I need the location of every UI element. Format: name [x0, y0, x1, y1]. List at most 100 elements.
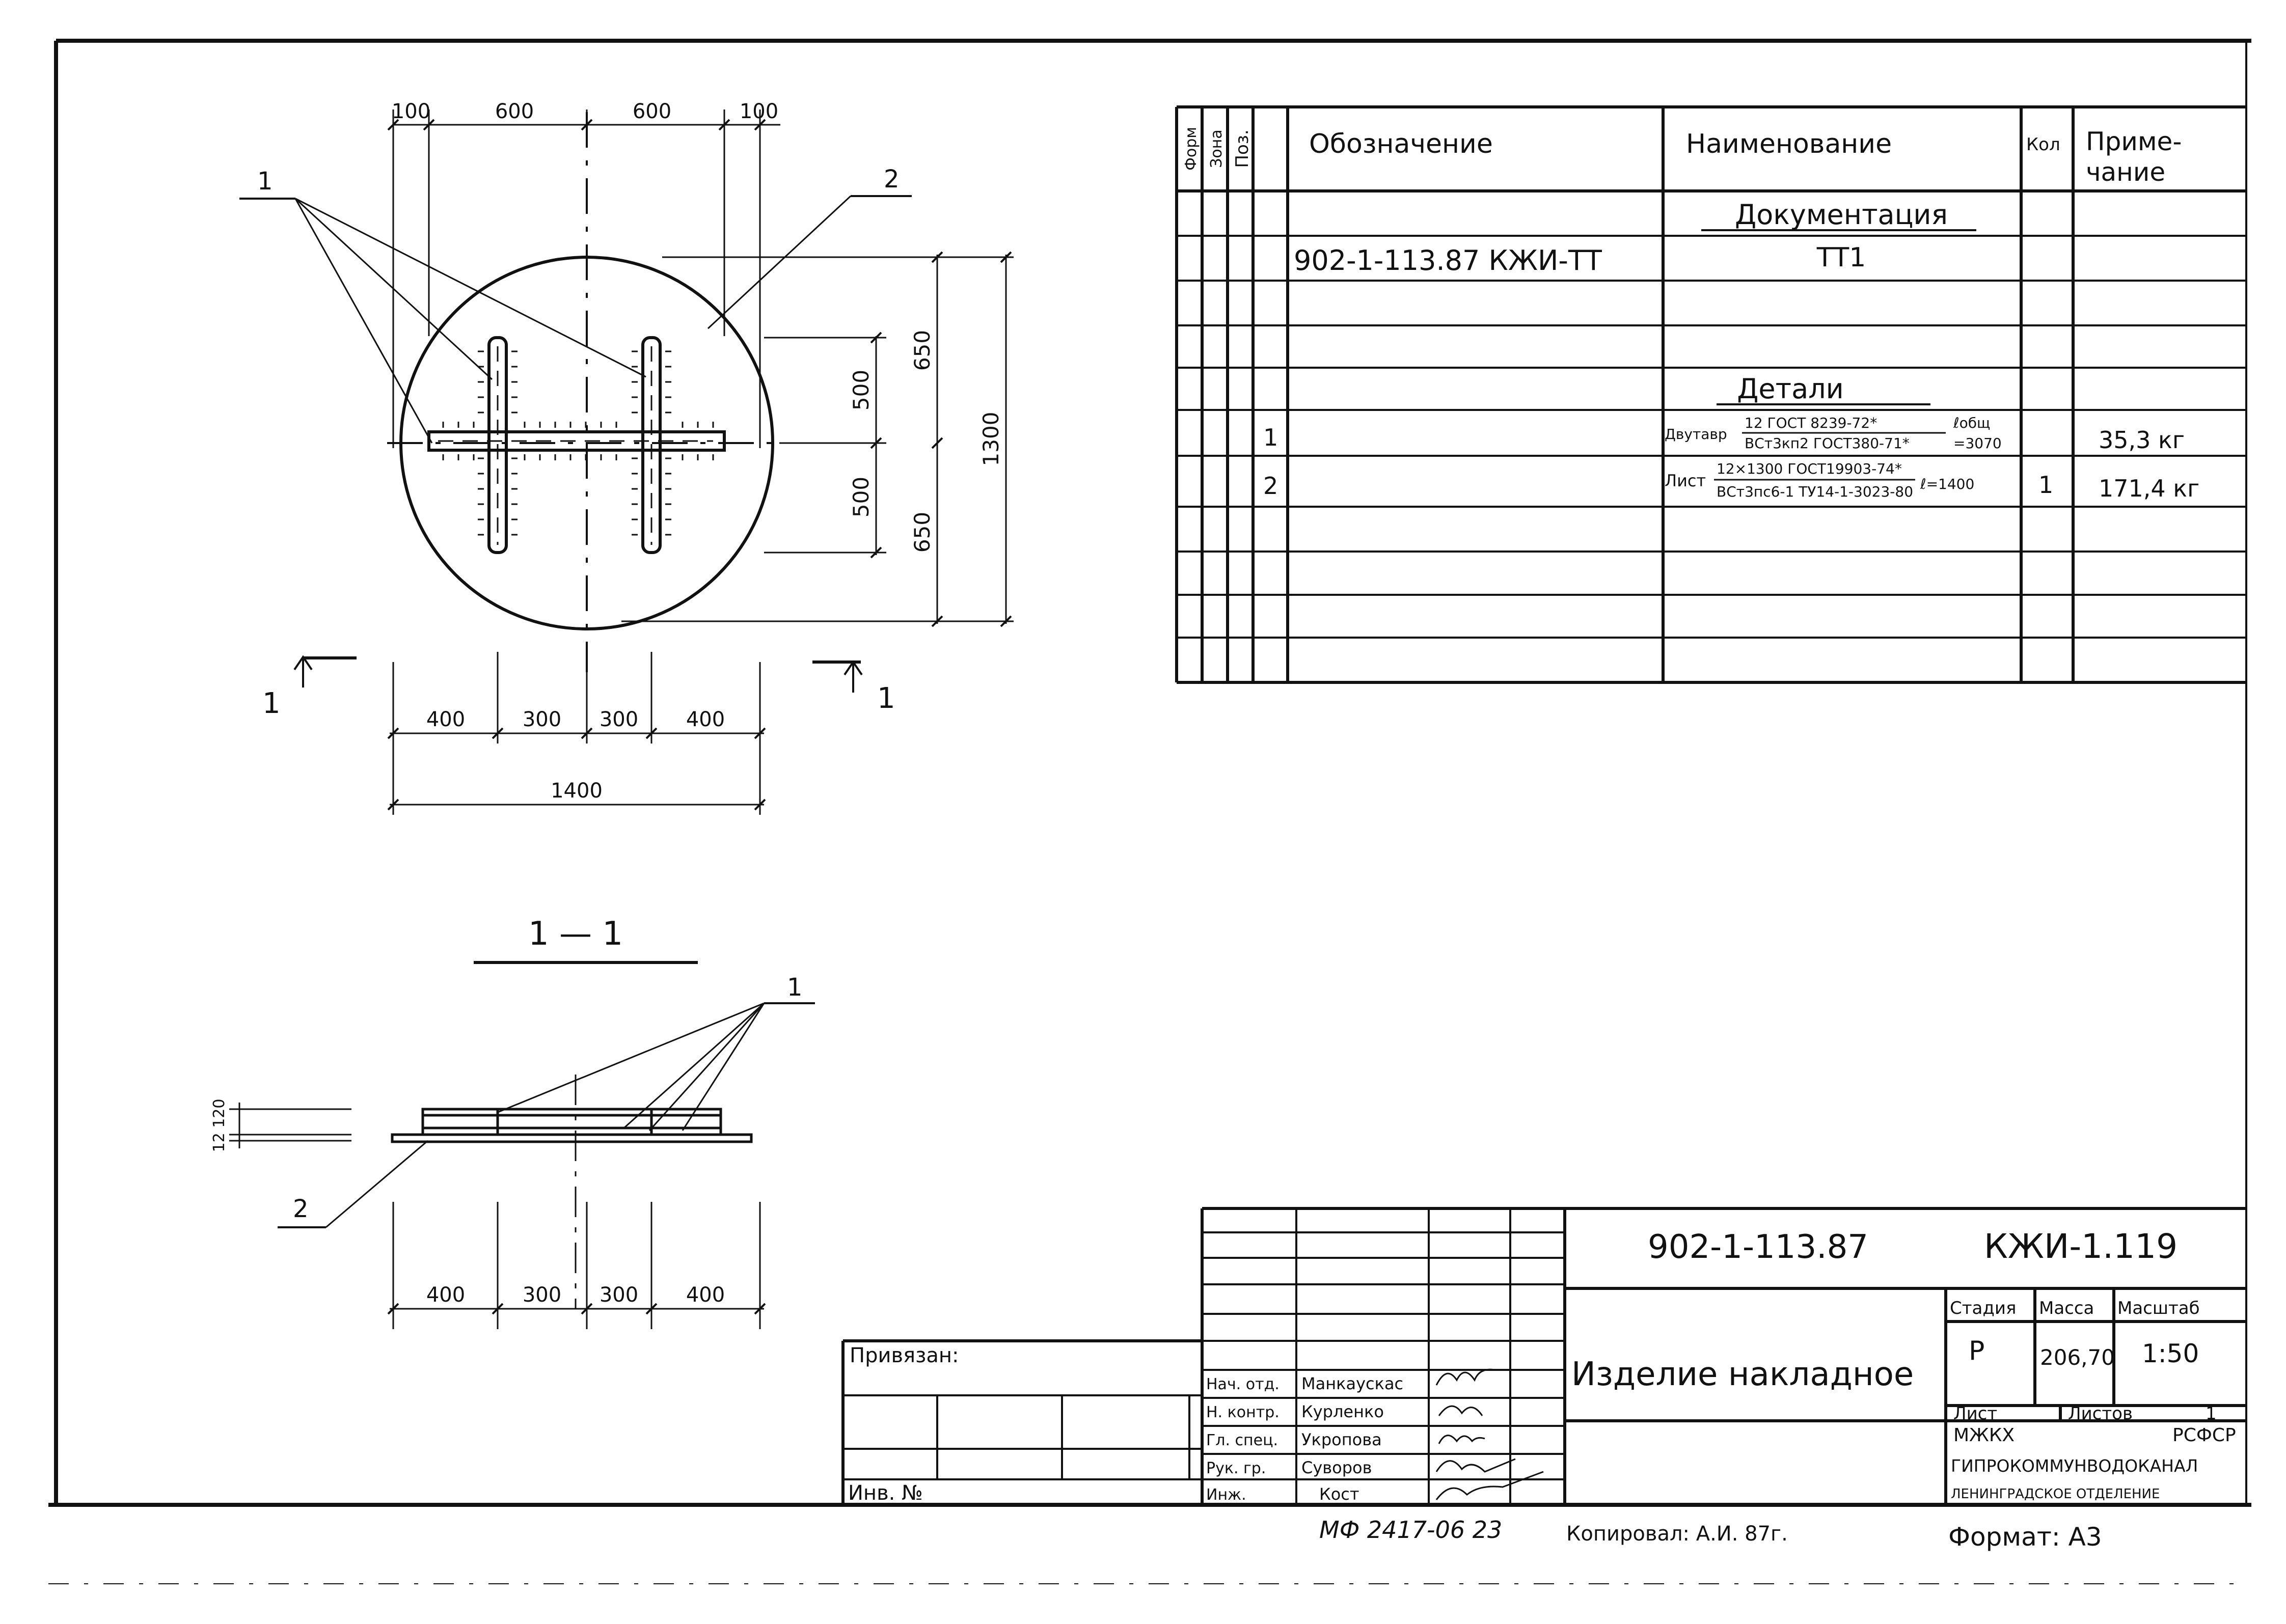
- copied-note: Копировал: А.И. 87г.: [1566, 1522, 1788, 1546]
- header-note-1: Приме-: [2086, 127, 2182, 156]
- section-view: 1 — 1 12 120 1: [210, 915, 815, 1329]
- svg-text:Инж.: Инж.: [1206, 1486, 1246, 1504]
- dim-bottom-2: 300: [523, 708, 561, 731]
- title-block: Привязан: Инв. № Нач. отд. Манкаускас Н.…: [841, 1207, 2246, 1505]
- plan-callout-1: 1: [239, 167, 646, 444]
- svg-text:400: 400: [686, 1283, 725, 1307]
- org-line2: ГИПРОКОММУНВОДОКАНАЛ: [1951, 1456, 2198, 1476]
- svg-text:Курленко: Курленко: [1301, 1402, 1384, 1421]
- svg-text:Суворов: Суворов: [1301, 1458, 1372, 1477]
- plan-view: 100 600 600 100 500 500 650 650 1300: [239, 100, 1014, 815]
- svg-text:35,3 кг: 35,3 кг: [2099, 426, 2185, 454]
- dim-right-650-upper: 650: [910, 330, 935, 371]
- svg-text:400: 400: [426, 1283, 465, 1307]
- scale-value: 1:50: [2142, 1339, 2199, 1368]
- section-callout-1: 1: [496, 973, 815, 1132]
- dim-bottom-4: 400: [686, 708, 725, 731]
- sheets-value: 1: [2206, 1403, 2217, 1424]
- spec-row-2: 2 Лист 12×1300 ГОСТ19903-74* ВСт3пс6-1 Т…: [1263, 460, 2199, 502]
- dim-bottom-3: 300: [600, 708, 638, 731]
- dim-right-500-upper: 500: [849, 370, 874, 410]
- header-designation: Обозначение: [1309, 129, 1493, 159]
- project-code: 902-1-113.87: [1648, 1228, 1868, 1266]
- plan-callout-2: 2: [707, 165, 912, 329]
- signature-rows: Нач. отд. Манкаускас Н. контр. Курленко …: [1206, 1368, 1544, 1504]
- sheet-label: Лист: [1953, 1403, 1997, 1424]
- section-dim-bottom: 400 300 300 400: [387, 1202, 766, 1329]
- dim-top-3: 600: [633, 100, 671, 123]
- org-line3: ЛЕНИНГРАДСКОЕ ОТДЕЛЕНИЕ: [1951, 1487, 2160, 1502]
- svg-text:2: 2: [1263, 472, 1278, 500]
- dim-top-4: 100: [740, 100, 778, 123]
- header-note-2: чание: [2086, 157, 2165, 187]
- dim-right-500-lower: 500: [849, 477, 874, 517]
- svg-text:ℓ=1400: ℓ=1400: [1920, 476, 1974, 492]
- svg-text:300: 300: [600, 1283, 638, 1307]
- header-format: Форм: [1182, 127, 1200, 171]
- footer: МФ 2417-06 23 Копировал: А.И. 87г. Форма…: [48, 1516, 2241, 1584]
- doc-designation: 902-1-113.87 КЖИ-ТТ: [1294, 244, 1602, 277]
- svg-text:1: 1: [877, 682, 895, 715]
- doc-name: ТТ1: [1816, 242, 1866, 273]
- section-marker-left: 1: [262, 655, 357, 720]
- section-title: 1 — 1: [528, 915, 623, 953]
- bound-label: Привязан:: [850, 1344, 959, 1367]
- svg-text:=3070: =3070: [1953, 435, 2002, 452]
- dim-chain-right: 500 500 650 650 1300: [621, 251, 1014, 627]
- svg-text:12 ГОСТ 8239-72*: 12 ГОСТ 8239-72*: [1745, 415, 1877, 431]
- header-pos: Поз.: [1232, 129, 1253, 168]
- header-name: Наименование: [1686, 129, 1892, 159]
- svg-text:ВСт3пс6-1 ТУ14-1-3023-80: ВСт3пс6-1 ТУ14-1-3023-80: [1717, 483, 1913, 500]
- svg-text:ℓобщ: ℓобщ: [1953, 415, 1990, 431]
- dim-right-650-lower: 650: [910, 512, 935, 553]
- dim-bottom-total: 1400: [551, 779, 603, 803]
- svg-text:1: 1: [262, 687, 281, 720]
- sheet-frame: [48, 39, 2251, 1507]
- svg-text:1: 1: [257, 167, 273, 196]
- section-callout-2: 2: [278, 1140, 428, 1228]
- handwritten-signatures: [1435, 1368, 1544, 1500]
- sheets-label: Листов: [2068, 1403, 2133, 1424]
- beam-horizontal: [427, 430, 726, 452]
- mass-label: Масса: [2039, 1298, 2094, 1318]
- sheet-code: КЖИ-1.119: [1984, 1227, 2178, 1266]
- svg-text:2: 2: [293, 1195, 309, 1223]
- svg-text:1: 1: [2038, 471, 2053, 499]
- spec-table: Форм Зона Поз. Обозначение Наименование …: [1175, 105, 2246, 684]
- section-beams: [421, 1108, 722, 1136]
- svg-text:Нач. отд.: Нач. отд.: [1206, 1375, 1280, 1393]
- svg-text:12 120: 12 120: [210, 1099, 228, 1152]
- dim-top-2: 600: [495, 100, 534, 123]
- beam-vertical-left: [487, 336, 508, 554]
- org-line1-left: МЖКХ: [1953, 1425, 2015, 1446]
- microfilm-note: МФ 2417-06 23: [1319, 1516, 1502, 1544]
- section-dim-left: 12 120: [210, 1099, 351, 1152]
- dim-top-1: 100: [392, 100, 430, 123]
- svg-text:Манкаускас: Манкаускас: [1301, 1374, 1403, 1393]
- section-documentation: Документация: [1735, 199, 1948, 231]
- mass-value: 206,70: [2040, 1345, 2115, 1370]
- header-qty: Кол: [2026, 134, 2060, 155]
- scale-label: Масштаб: [2117, 1298, 2200, 1318]
- svg-text:12×1300 ГОСТ19903-74*: 12×1300 ГОСТ19903-74*: [1717, 460, 1902, 477]
- svg-text:Лист: Лист: [1665, 471, 1706, 490]
- section-details: Детали: [1737, 373, 1844, 405]
- stage-value: Р: [1969, 1336, 1984, 1366]
- item-title: Изделие накладное: [1571, 1356, 1914, 1393]
- svg-text:Двутавр: Двутавр: [1665, 426, 1727, 443]
- svg-text:Кост: Кост: [1319, 1484, 1359, 1504]
- svg-text:2: 2: [884, 165, 900, 194]
- section-marker-right: 1: [812, 660, 895, 715]
- svg-text:Укропова: Укропова: [1301, 1430, 1382, 1449]
- weld-hatching: [442, 350, 714, 536]
- stage-label: Стадия: [1950, 1298, 2016, 1318]
- svg-text:300: 300: [523, 1283, 561, 1307]
- beam-vertical-right: [641, 336, 662, 554]
- header-zone: Зона: [1208, 129, 1226, 168]
- inv-label: Инв. №: [848, 1481, 923, 1505]
- svg-text:Гл. спец.: Гл. спец.: [1206, 1432, 1278, 1449]
- dim-chain-bottom: 400 300 300 400 1400: [387, 652, 766, 815]
- svg-text:Рук. гр.: Рук. гр.: [1206, 1460, 1266, 1477]
- svg-text:ВСт3кп2 ГОСТ380-71*: ВСт3кп2 ГОСТ380-71*: [1745, 435, 1910, 452]
- dim-chain-top: 100 600 600 100: [387, 100, 780, 448]
